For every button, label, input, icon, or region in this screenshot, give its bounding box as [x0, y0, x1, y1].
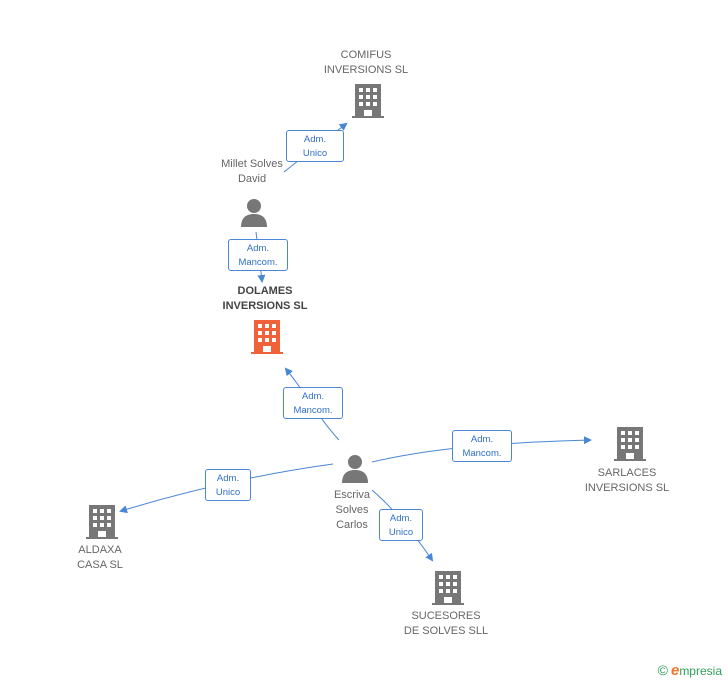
node-label-line: COMIFUS [340, 49, 392, 61]
node-label-line: Carlos [336, 519, 368, 531]
relation-role: Adm. [470, 434, 494, 445]
relation-type: Mancom. [238, 257, 278, 268]
node-label-line: INVERSIONS SL [323, 64, 409, 76]
relation-role: Adm. [246, 243, 270, 254]
person-icon-escriva[interactable] [340, 453, 370, 483]
node-label-comifus[interactable]: COMIFUS INVERSIONS SL [324, 48, 408, 78]
node-label-line: Millet Solves [221, 158, 283, 170]
node-label-dolames[interactable]: DOLAMES INVERSIONS SL [223, 284, 308, 314]
relation-role: Adm. [216, 473, 240, 484]
building-icon-sarlaces[interactable] [614, 427, 646, 461]
copyright-icon: © [657, 662, 668, 678]
person-icon-millet[interactable] [239, 197, 269, 227]
node-label-line: CASA SL [77, 559, 123, 571]
node-label-millet[interactable]: Millet Solves David [221, 157, 283, 187]
node-label-line: Solves [335, 504, 369, 516]
node-label-aldaxa[interactable]: ALDAXA CASA SL [77, 543, 123, 573]
node-label-line: SUCESORES [411, 610, 481, 622]
relation-type: Unico [302, 148, 328, 159]
node-label-sucesores[interactable]: SUCESORES DE SOLVES SLL [404, 609, 488, 639]
relation-type: Mancom. [293, 405, 333, 416]
node-label-line: David [237, 173, 267, 185]
node-label-line: DE SOLVES SLL [403, 625, 489, 637]
building-icon-comifus[interactable] [352, 84, 384, 118]
node-label-line: Escriva [333, 489, 371, 501]
node-label-sarlaces[interactable]: SARLACES INVERSIONS SL [585, 466, 669, 496]
node-label-escriva[interactable]: Escriva Solves Carlos [334, 488, 370, 533]
empresia-watermark: ©empresia [658, 662, 722, 679]
relation-escriva-aldaxa[interactable]: Adm. Unico [205, 469, 251, 501]
relation-millet-comifus[interactable]: Adm. Unico [286, 130, 344, 162]
relation-millet-dolames[interactable]: Adm. Mancom. [228, 239, 288, 271]
relation-type: Mancom. [462, 448, 502, 459]
node-label-line: DOLAMES [237, 285, 293, 297]
relation-type: Unico [215, 487, 241, 498]
building-icon-aldaxa[interactable] [86, 505, 118, 539]
relation-role: Adm. [389, 513, 413, 524]
brand-initial: e [670, 662, 680, 679]
relation-escriva-dolames[interactable]: Adm. Mancom. [283, 387, 343, 419]
relation-type: Unico [388, 527, 414, 538]
building-icon-sucesores[interactable] [432, 571, 464, 605]
node-label-line: INVERSIONS SL [584, 482, 670, 494]
node-label-line: ALDAXA [78, 544, 122, 556]
node-label-line: SARLACES [597, 467, 657, 479]
relation-role: Adm. [303, 134, 327, 145]
relation-role: Adm. [301, 391, 325, 402]
node-label-line: INVERSIONS SL [222, 300, 308, 312]
brand-name: mpresia [679, 664, 722, 678]
relation-escriva-sarlaces[interactable]: Adm. Mancom. [452, 430, 512, 462]
relation-escriva-sucesores[interactable]: Adm. Unico [379, 509, 423, 541]
building-icon-dolames[interactable] [251, 320, 283, 354]
